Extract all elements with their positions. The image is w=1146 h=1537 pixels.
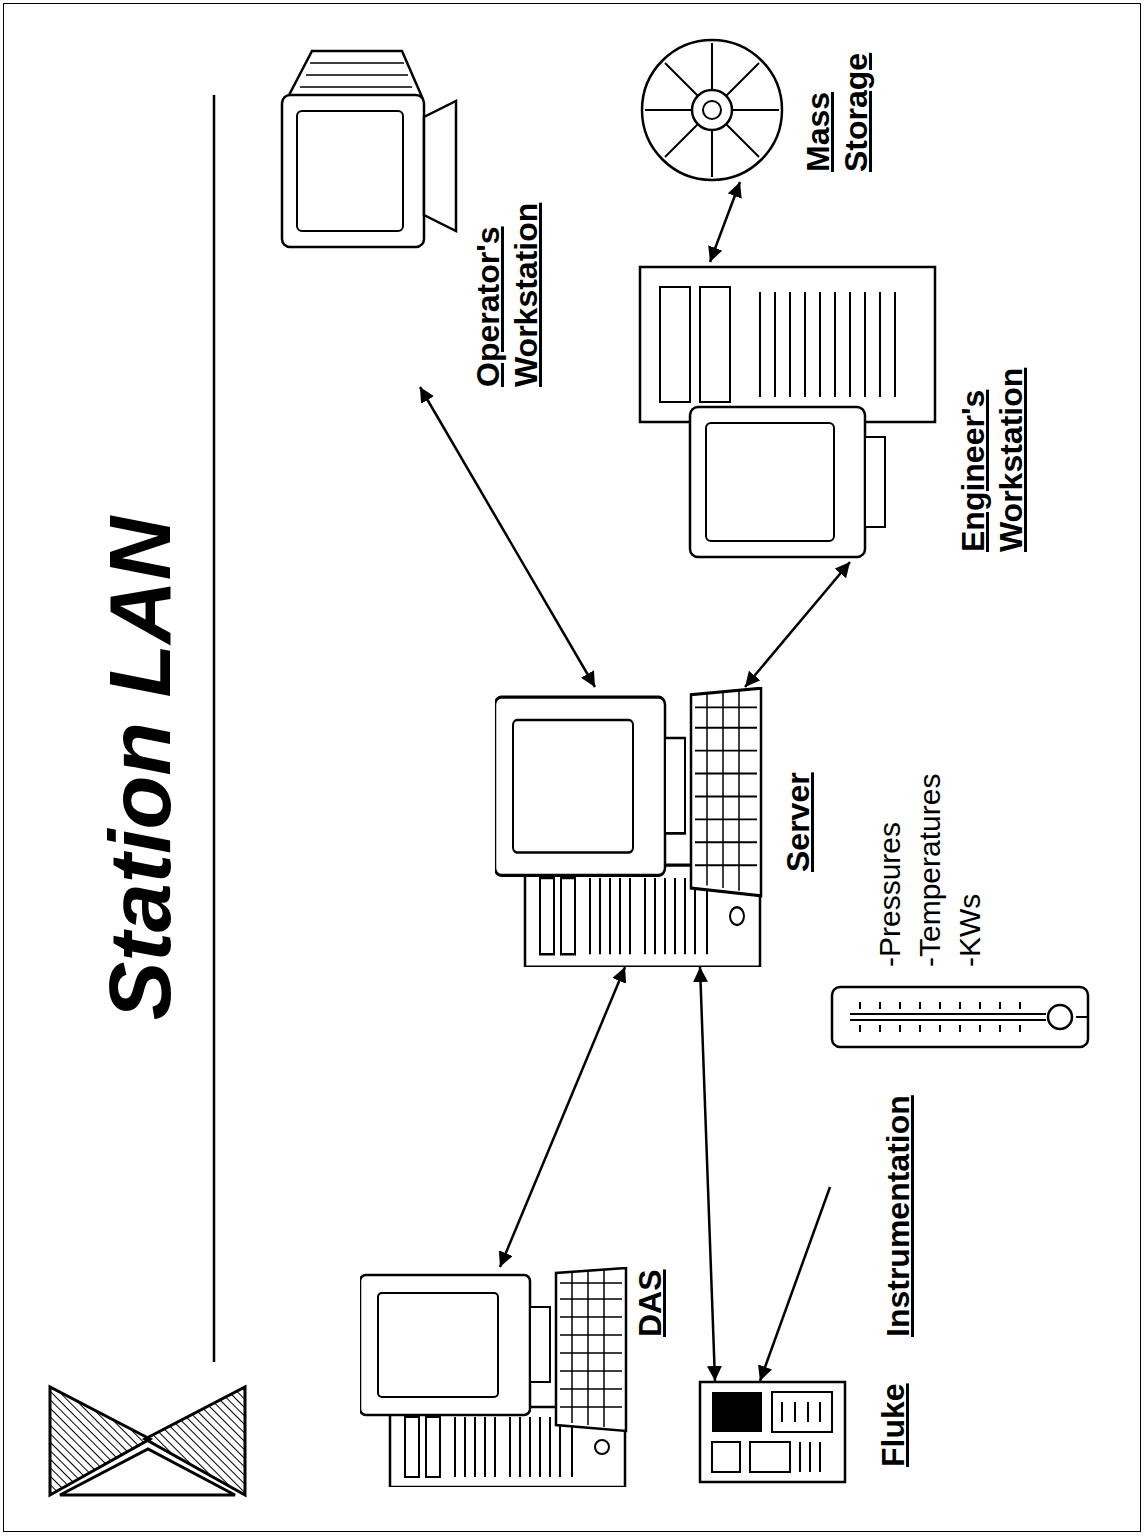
logo <box>50 1387 245 1495</box>
instrumentation: Instrumentation -Pressures-Temperatures-K… <box>830 772 1090 1337</box>
engineer-workstation <box>640 267 935 557</box>
optical-disc <box>642 40 782 180</box>
drive-slots <box>660 287 895 402</box>
thermometer-board <box>832 987 1088 1047</box>
server-computer: Server <box>495 687 820 967</box>
monitor-bezel <box>282 95 424 247</box>
measurement-item: -Temperatures <box>910 774 949 967</box>
lan-link <box>420 387 595 687</box>
monitor-base <box>865 437 885 527</box>
disc-hole <box>703 101 721 119</box>
monitor-housing <box>288 51 422 97</box>
node-label: Fluke <box>875 1383 913 1467</box>
lan-link <box>500 967 625 1267</box>
lan-link <box>700 967 715 1381</box>
node-label: Server <box>780 772 818 872</box>
fluke-display <box>712 1392 762 1432</box>
title-rule <box>213 95 216 1362</box>
slide-title: Station LAN <box>92 517 189 1021</box>
tower-case <box>640 267 935 422</box>
computer-icon <box>495 688 761 967</box>
thermometer-tube <box>850 1014 1046 1020</box>
node-label: DAS <box>632 1269 670 1337</box>
operator-workstation: Operator's Workstation <box>270 47 548 387</box>
disc-rays <box>645 43 779 177</box>
measurement-item: -Pressures <box>870 822 909 967</box>
node-label: Engineer's Workstation <box>955 368 1031 552</box>
thermometer <box>832 987 1088 1047</box>
fluke-case <box>700 1382 845 1482</box>
engineer-workstation: Engineer's Workstation <box>630 262 1033 562</box>
node-label: Instrumentation <box>880 1095 918 1337</box>
node-label: Operator's Workstation <box>470 203 546 387</box>
monitor-screen <box>706 423 834 541</box>
node-label: Mass Storage <box>800 53 876 172</box>
operator-monitor <box>282 51 456 247</box>
lan-link <box>760 1187 830 1381</box>
logo-triangle <box>60 1449 235 1495</box>
measurement-item: -KWs <box>950 894 989 967</box>
das-computer: DAS <box>360 1267 672 1487</box>
lan-link <box>745 562 850 687</box>
fluke-unit <box>700 1382 845 1482</box>
monitor-screen <box>297 111 403 231</box>
monitor-bezel <box>690 407 865 557</box>
mass-storage: Mass Storage <box>640 37 878 182</box>
fluke-unit: Fluke <box>700 1381 915 1482</box>
monitor-vents <box>300 63 412 87</box>
computer-icon <box>360 1268 626 1487</box>
thermometer-ticks <box>860 1002 1020 1032</box>
thermometer-mark <box>1076 1016 1088 1018</box>
monitor-stand <box>424 101 456 231</box>
disc-outer <box>642 40 782 180</box>
lan-link <box>710 182 740 262</box>
thermometer-bulb <box>1048 1005 1072 1029</box>
fluke-panels <box>712 1392 832 1472</box>
